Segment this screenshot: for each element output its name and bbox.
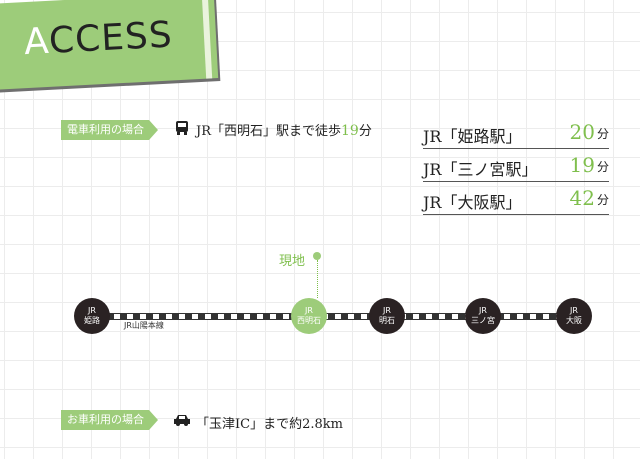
station-himeji: JR 姫路 [74,298,110,334]
site-marker-dot [313,252,321,260]
station-akashi: JR 明石 [369,298,405,334]
station-sannomiya: JR 三ノ宮 [465,298,501,334]
page-title: ACCESS [23,14,174,64]
site-marker-line [317,260,318,298]
travel-times-list: JR「姫路駅」 20 分 JR「三ノ宮駅」 19 分 JR「大阪駅」 42 分 [423,116,609,215]
train-walk-info: JR「西明石」駅まで徒歩19分 [196,123,372,139]
rail-line [94,313,580,320]
car-distance-info: 「玉津IC」まで約2.8km [196,417,343,432]
travel-time-row: JR「三ノ宮駅」 19 分 [423,149,609,182]
train-usage-tag: 電車利用の場合 [61,120,158,140]
site-location-label: 現地 [279,254,306,269]
bus-icon [176,121,188,135]
travel-time-row: JR「大阪駅」 42 分 [423,182,609,215]
station-osaka: JR 大阪 [556,298,592,334]
station-nishi-akashi: JR 西明石 [291,298,327,334]
rail-line-name: JR山陽本線 [124,321,164,330]
car-usage-tag: お車利用の場合 [61,410,158,430]
travel-time-row: JR「姫路駅」 20 分 [423,116,609,149]
access-banner: ACCESS [0,0,219,90]
car-icon [174,415,190,426]
